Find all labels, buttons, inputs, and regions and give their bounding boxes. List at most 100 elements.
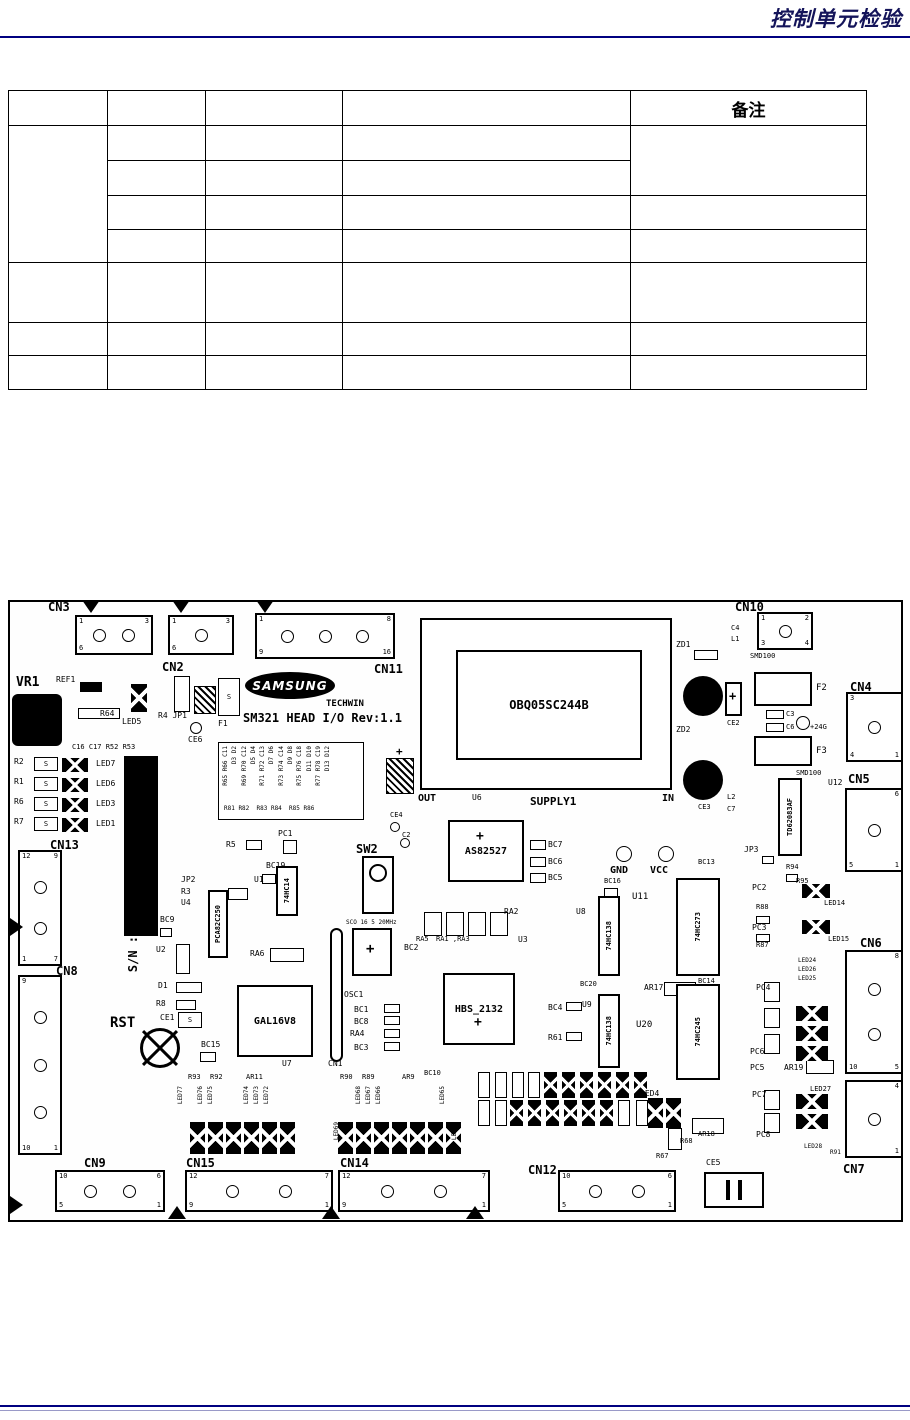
jumper-block (244, 1122, 259, 1154)
jumper-block (62, 778, 88, 792)
pcb-ref-label: PC3 (752, 923, 767, 932)
pcb-ref-label: BC7 (548, 840, 563, 849)
pin-hole (278, 1184, 292, 1198)
jumper-block (796, 1094, 828, 1109)
pin-number: 4 (894, 1082, 899, 1090)
component-box (228, 888, 248, 900)
pcb-ref-label: S/N : (126, 936, 140, 973)
pcb-ref-label: SCO 16 5 20MHz (346, 919, 397, 926)
pad-circle (658, 846, 674, 862)
connector-label: CN13 (50, 838, 79, 852)
pin-number: 5 (59, 1201, 64, 1209)
component-box (566, 1032, 582, 1041)
designator-column: R71 R72 C13 (259, 746, 267, 786)
pcb-ref-label: SMD100 (750, 652, 776, 660)
jumper-block (796, 1026, 828, 1041)
pcb-ref-label: U3 (518, 935, 528, 944)
pcb-ref-label: SW2 (356, 842, 378, 856)
component-box (618, 1100, 630, 1126)
table-cell (107, 322, 206, 356)
pcb-ref-label: R95 (796, 877, 809, 885)
pcb-ref-label: +24G (810, 723, 827, 731)
pin-hole (33, 922, 47, 936)
pcb-ref-label: C4 (731, 624, 740, 632)
pin-hole (867, 1027, 881, 1041)
pcb-ref-label: PC6 (750, 1047, 765, 1056)
pcb-ref-label: OUT (418, 793, 437, 804)
crystal-oscillator (352, 928, 392, 976)
connector-label: CN15 (186, 1156, 215, 1170)
pcb-ref-label: R90 (340, 1073, 353, 1081)
component-box (270, 948, 304, 962)
designator-column: R77 R78 C19 (314, 746, 322, 786)
component-box (764, 1008, 780, 1028)
pcb-ref-label: F1 (218, 719, 228, 728)
component-box (764, 982, 780, 1002)
pin-number: 7 (324, 1172, 329, 1180)
component-box (478, 1072, 490, 1098)
pcb-ref-label: CE4 (390, 811, 403, 819)
pcb-ref-label: D1 (158, 981, 168, 990)
table-cell (342, 160, 631, 196)
pin-number: 4 (804, 639, 809, 647)
jumper-block (226, 1122, 241, 1154)
pin-number: 1 (324, 1201, 329, 1209)
pcb-ref-label: LED3 (96, 799, 116, 808)
pcb-ref-label: R91 (830, 1149, 841, 1156)
component-box (766, 723, 784, 732)
pcb-ref-label: L2 (727, 793, 736, 801)
jumper-block (338, 1122, 353, 1154)
capacitor-ce5 (704, 1172, 764, 1208)
pcb-ref-label: R8 (156, 999, 166, 1008)
component-box (668, 1128, 682, 1150)
pin-hole (318, 629, 332, 643)
pin-number: 2 (804, 614, 809, 622)
pcb-ref-label: VCC (650, 865, 669, 876)
jumper-block (392, 1122, 407, 1154)
pcb-ref-label: BC4 (548, 1003, 563, 1012)
jumper-block (796, 1006, 828, 1021)
table-cell (630, 262, 867, 323)
table-cell (205, 195, 343, 230)
ic-as82527: AS82527 (448, 820, 524, 882)
pcb-ref-label: PC4 (756, 983, 771, 992)
jumper-block (131, 684, 147, 712)
pcb-ref-label: SMD100 (796, 769, 822, 777)
ic-label: HBS_2132 (454, 1003, 504, 1015)
table-cell (8, 355, 108, 390)
pcb-ref-label: U8 (576, 907, 586, 916)
table-cell (107, 125, 206, 161)
pcb-ref-label: + (474, 1015, 482, 1030)
pin-number: 1 (894, 861, 899, 869)
header-rule (0, 36, 910, 38)
pcb-ref-label: R68 (680, 1137, 693, 1145)
jumper-block (666, 1098, 681, 1128)
pcb-ref-label: PC7 (752, 1090, 767, 1099)
table-cell (630, 355, 867, 390)
table-cell (8, 262, 108, 323)
power-module-part-number: OBQ05SC244B (509, 698, 589, 712)
polarity-marker-box (725, 682, 742, 716)
component-box (764, 1113, 780, 1133)
pin-hole (434, 1184, 448, 1198)
pad-circle (190, 722, 202, 734)
table-cell (630, 195, 867, 230)
component-box (384, 1016, 400, 1025)
jumper-block (564, 1100, 577, 1126)
spec-table: 备注 (8, 90, 867, 390)
designator-column: R65 R66 C11 (222, 746, 229, 786)
footer-rule-thin (0, 1410, 910, 1411)
component-box (806, 1060, 834, 1074)
ref1-component (80, 682, 102, 692)
pcb-ref-label: C7 (727, 805, 736, 813)
pin-number: 1 (481, 1201, 486, 1209)
table-cell (107, 355, 206, 390)
designator-column: D5 D4 (249, 746, 257, 765)
pcb-ref-label: BC14 (698, 977, 715, 985)
